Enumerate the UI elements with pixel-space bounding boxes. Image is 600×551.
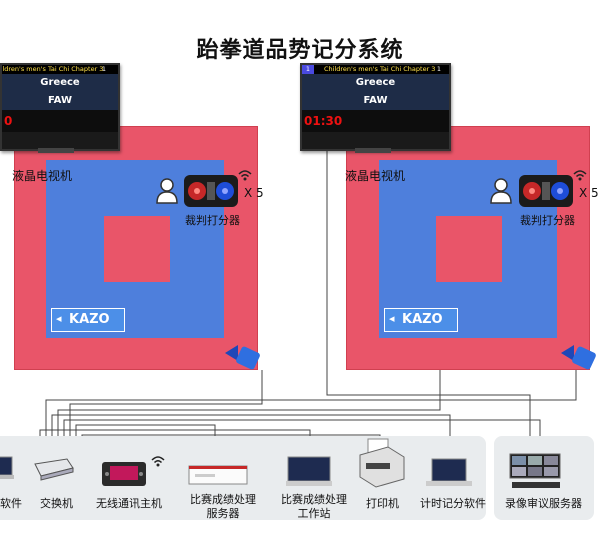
- judge-count-right: X 5: [579, 186, 599, 200]
- camera-icon: [224, 343, 262, 375]
- judge-label-right: 裁判打分器: [520, 214, 575, 227]
- switch-icon: [33, 458, 75, 486]
- judge-count-left: X 5: [244, 186, 264, 200]
- device-label: 录像审议服务器: [505, 497, 582, 510]
- tv-label-left: 液晶电视机: [12, 169, 73, 183]
- judge-label-left: 裁判打分器: [185, 214, 240, 227]
- kazo-logo-right: ◂ KAZO: [384, 308, 458, 332]
- scoreboard-country: Greece: [2, 74, 118, 91]
- cable-cam-right: [45, 370, 577, 462]
- tv-stand-right: [355, 148, 391, 153]
- user-icon: [156, 178, 178, 208]
- wifi-icon: [238, 166, 252, 185]
- scoreboard-header: Children's men's Tai Chi Chapter 3: [2, 65, 104, 73]
- scoreboard-athlete: FAW: [302, 91, 449, 110]
- remote-icon: [518, 174, 574, 212]
- wifi-icon: [151, 452, 165, 471]
- page-title: 跆拳道品势记分系统: [196, 38, 404, 63]
- device-label: 计时记分软件: [420, 497, 486, 510]
- wireless-host-icon: [100, 458, 150, 492]
- scoreboard-badge: 1: [101, 65, 106, 73]
- scoreboard-athlete: FAW: [2, 91, 118, 110]
- laptop-icon: [426, 457, 472, 493]
- device-label: 打印机: [366, 497, 399, 510]
- video-server-icon: [508, 452, 564, 496]
- scoreboard-time: 01:30: [302, 110, 449, 132]
- device-label: 软件: [0, 497, 22, 510]
- scoreboard-header: Children's men's Tai Chi Chapter 3: [324, 65, 436, 73]
- cable-cam-left: [69, 370, 263, 462]
- user-icon: [490, 178, 512, 208]
- mat-center-left: [104, 216, 170, 282]
- server-icon: [187, 462, 251, 492]
- mat-center-right: [436, 216, 502, 282]
- device-label: 无线通讯主机: [96, 497, 162, 510]
- scoreboard-badge: 1: [436, 65, 441, 73]
- device-label: 比赛成绩处理 工作站: [281, 493, 347, 520]
- scoreboard-country: Greece: [302, 74, 449, 91]
- cable-tv-right: [326, 150, 531, 452]
- device-label: 比赛成绩处理 服务器: [190, 493, 256, 520]
- wifi-icon: [573, 166, 587, 185]
- kazo-logo-left: ◂ KAZO: [51, 308, 125, 332]
- scoreboard-time: 0: [2, 110, 118, 132]
- device-label: 交换机: [40, 497, 73, 510]
- tv-label-right: 液晶电视机: [345, 169, 406, 183]
- remote-icon: [183, 174, 239, 212]
- scoreboard-badge-left: 1: [302, 65, 314, 74]
- camera-icon: [560, 343, 598, 375]
- laptop-icon: [0, 455, 16, 489]
- monitor-icon: [286, 455, 332, 493]
- tv-stand-left: [38, 148, 74, 153]
- printer-icon: [358, 437, 406, 493]
